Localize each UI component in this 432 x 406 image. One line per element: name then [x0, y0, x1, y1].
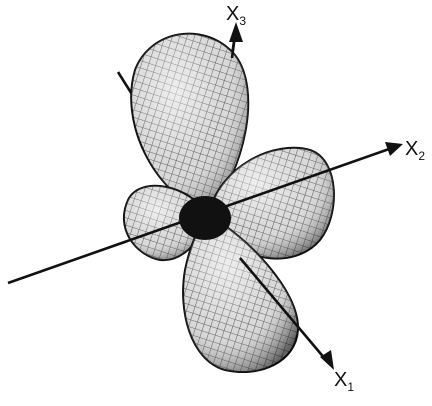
- x1-axis-label: X1: [334, 369, 355, 394]
- lower-lobe: [182, 213, 300, 374]
- x1-arrowhead: [320, 350, 334, 370]
- x1-axis-line: [239, 257, 327, 361]
- upper-lobe: [130, 32, 250, 217]
- x2-axis-label: X2: [405, 138, 426, 163]
- right-lobe: [206, 146, 335, 260]
- axis-arrowheads: [229, 22, 403, 370]
- center-junction: [179, 196, 231, 240]
- x2-arrowhead: [385, 142, 403, 156]
- x3-axis-label: X3: [226, 3, 247, 28]
- x3-arrowhead: [229, 22, 243, 42]
- x2-axis-line: [7, 146, 393, 285]
- lobes: [122, 32, 335, 374]
